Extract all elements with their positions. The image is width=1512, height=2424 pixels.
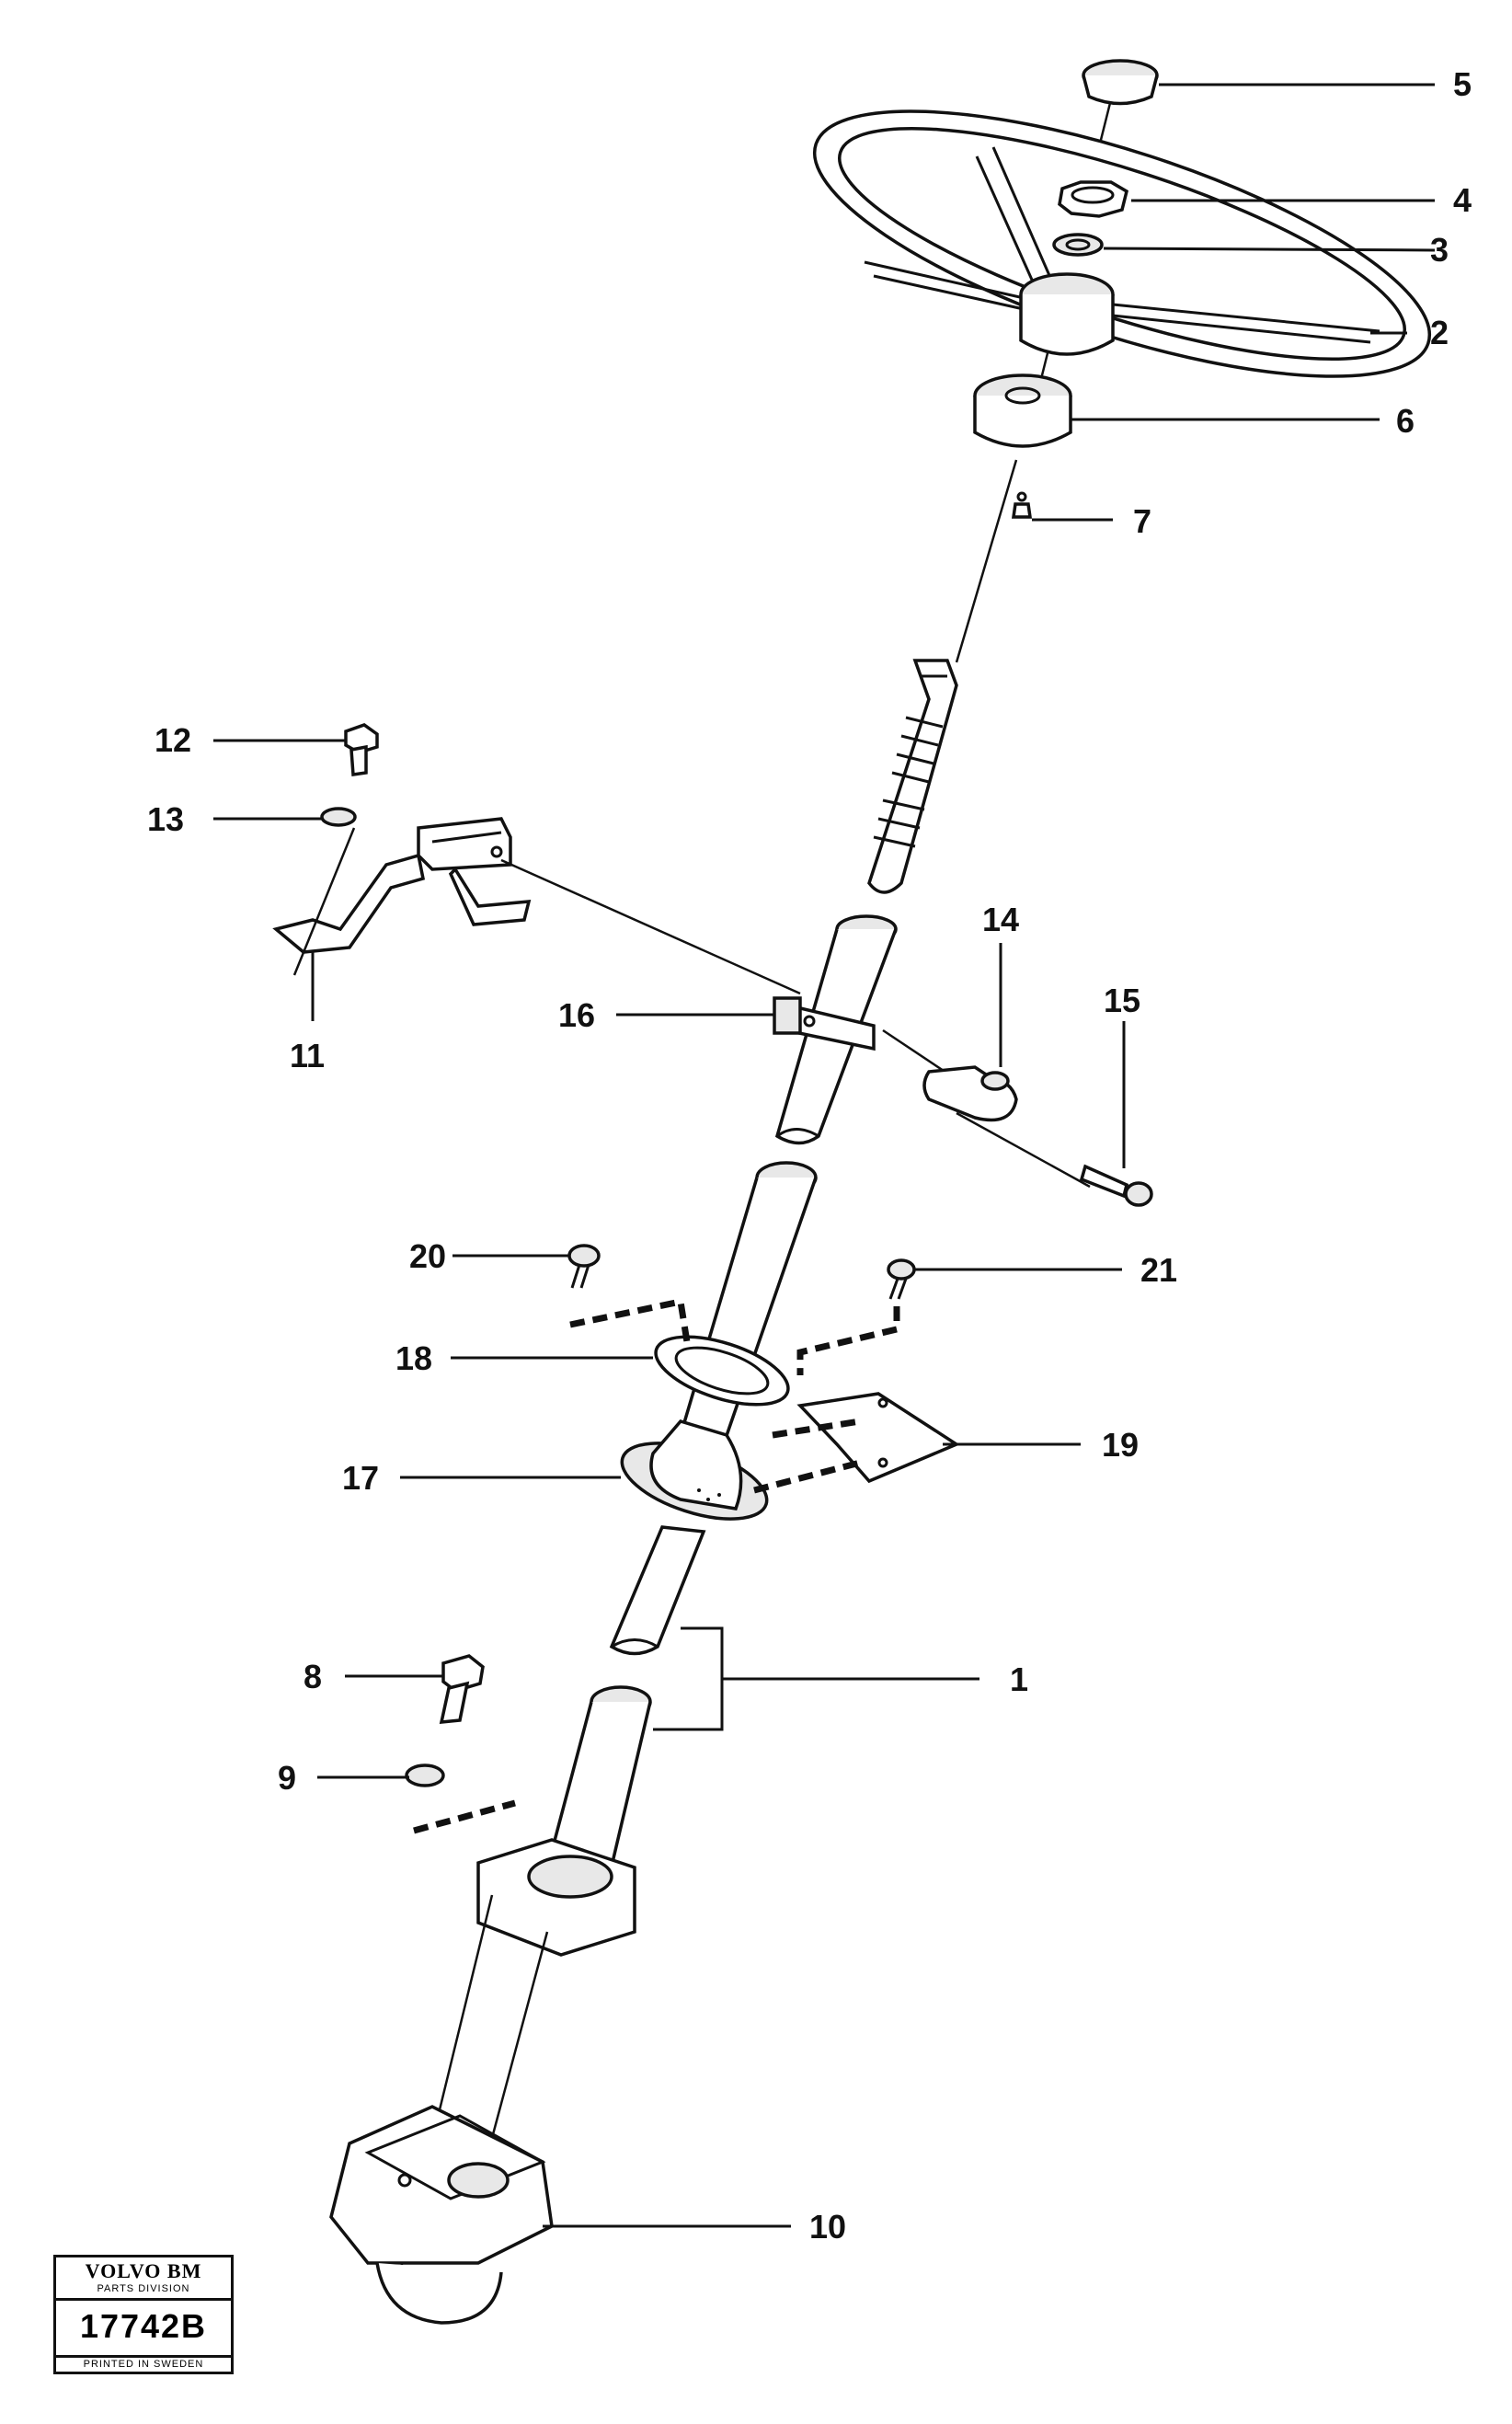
- mounting-bracket: [272, 817, 532, 954]
- lock-washer-9: [405, 1763, 445, 1787]
- lock-washer: [1052, 233, 1104, 257]
- callout-10: 10: [809, 2208, 846, 2246]
- callout-9: 9: [278, 1759, 296, 1797]
- callout-15: 15: [1104, 982, 1140, 1019]
- steering-tube-lower: [678, 1161, 818, 1452]
- horn-cap: [1082, 59, 1159, 106]
- set-screw: [1011, 491, 1033, 519]
- axis-line-upper: [955, 459, 1018, 663]
- callout-11: 11: [290, 1037, 325, 1074]
- steering-gear-box: [329, 2105, 554, 2325]
- axis-line-bracket: [292, 827, 356, 976]
- stamp-printed: PRINTED IN SWEDEN: [83, 2359, 204, 2370]
- steering-tube-section: [609, 1525, 706, 1656]
- callout-4: 4: [1453, 181, 1472, 219]
- callout-18: 18: [395, 1339, 432, 1377]
- dashed-line-19-a: [772, 1418, 861, 1439]
- bolt-8: [439, 1654, 485, 1724]
- callout-1: 1: [1010, 1660, 1028, 1698]
- callout-14: 14: [982, 901, 1019, 938]
- dashed-line-20: [569, 1297, 692, 1349]
- dashed-line-9: [413, 1799, 516, 1834]
- callout-5: 5: [1453, 65, 1472, 103]
- screw-21: [887, 1258, 916, 1300]
- stamp-brand: VOLVO BM: [85, 2259, 202, 2282]
- callout-16: 16: [558, 996, 595, 1034]
- wheel-hub: [973, 373, 1072, 448]
- callout-6: 6: [1396, 402, 1415, 440]
- steering-shaft-upper: [867, 659, 958, 894]
- tube-clamp: [773, 996, 876, 1051]
- bolt-15: [1079, 1164, 1153, 1207]
- bolt-12: [344, 723, 379, 776]
- callout-19: 19: [1102, 1426, 1139, 1464]
- callout-8: 8: [304, 1658, 322, 1695]
- stamp-rule-bottom: [56, 2355, 231, 2358]
- callout-7: 7: [1133, 502, 1151, 540]
- wheel-nut: [1058, 180, 1129, 218]
- leader-lines: [213, 83, 1436, 2228]
- steering-column-base-tube: [476, 1685, 652, 1957]
- spring-clip: [922, 1065, 1018, 1122]
- callout-21: 21: [1140, 1251, 1177, 1289]
- gasket-ring: [654, 1335, 790, 1407]
- axis-line-clamp: [500, 858, 801, 995]
- callout-bracket-1: [653, 1626, 724, 1731]
- dashed-line-19-b: [753, 1459, 861, 1494]
- rubber-boot: [620, 1419, 769, 1521]
- callout-13: 13: [147, 800, 184, 838]
- callout-12: 12: [155, 721, 191, 759]
- callout-20: 20: [409, 1237, 446, 1275]
- stamp-rule-top: [56, 2298, 231, 2301]
- callout-3: 3: [1430, 231, 1449, 269]
- steering-wheel: [812, 109, 1432, 378]
- callout-17: 17: [342, 1459, 379, 1497]
- stamp-division: PARTS DIVISION: [97, 2283, 190, 2294]
- screw-20: [567, 1244, 601, 1289]
- lock-washer-13: [320, 807, 357, 827]
- dashed-line-21: [796, 1306, 900, 1375]
- stamp-code: 17742B: [79, 2307, 208, 2345]
- axis-line-bolt15: [956, 1111, 1091, 1189]
- volvo-bm-stamp: VOLVO BM PARTS DIVISION 17742B PRINTED I…: [53, 2255, 234, 2374]
- callout-2: 2: [1430, 314, 1449, 351]
- cover-plate: [796, 1392, 960, 1484]
